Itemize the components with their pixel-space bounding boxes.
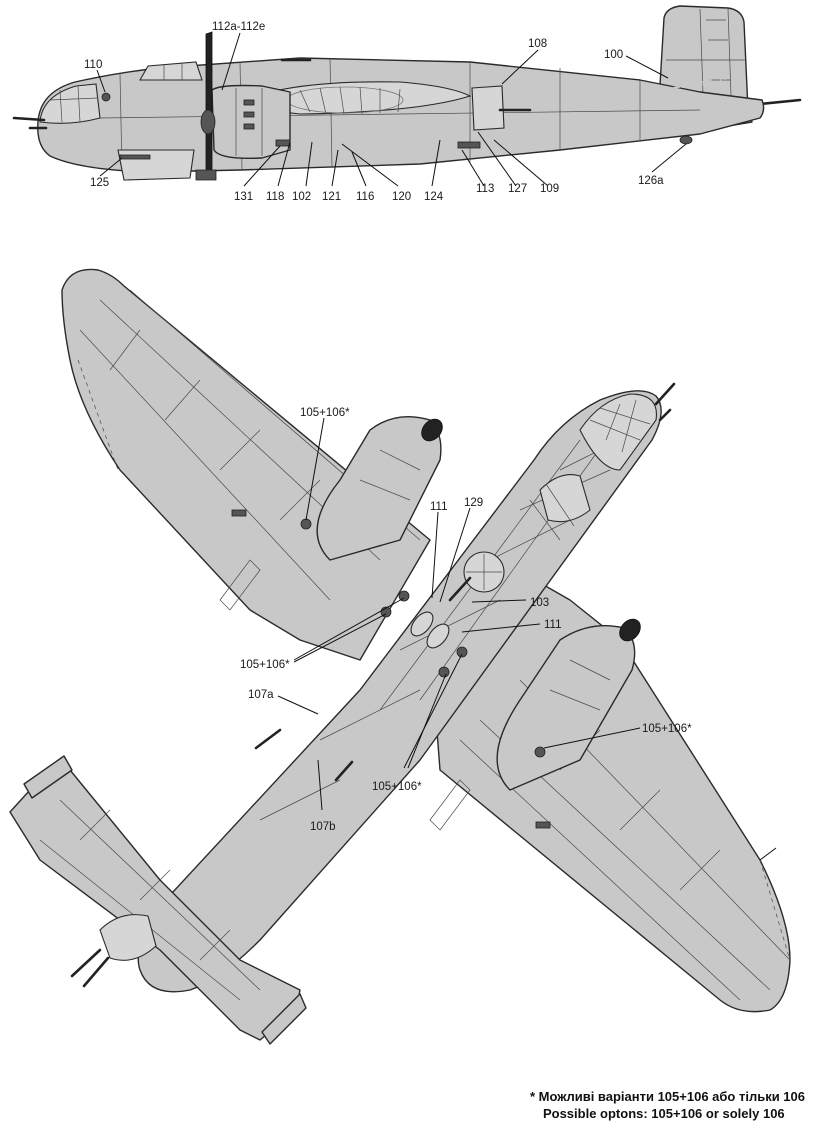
- callout-116: 116: [356, 191, 374, 203]
- callout-127: 127: [508, 183, 527, 195]
- side-dorsal-turret: [471, 85, 505, 131]
- side-cockpit-canopy: [139, 61, 203, 81]
- bottom-right-gear-door: [429, 779, 471, 831]
- bottom-left-spinner: [421, 418, 443, 442]
- side-stencil-131: [275, 139, 291, 147]
- bottom-stencil-105b-1: [398, 590, 410, 602]
- bottom-pitot: [759, 847, 777, 861]
- side-stencil-113: [457, 141, 481, 149]
- bottom-tail-turret: [99, 914, 157, 961]
- bottom-right-fin-tip: [261, 993, 307, 1045]
- bottom-stencil-wing-right: [535, 821, 551, 829]
- bottom-right-nacelle: [496, 625, 636, 791]
- bottom-nose-glazing: [579, 393, 658, 471]
- bottom-bay-oval-2: [426, 623, 450, 649]
- side-exhaust-1: [243, 99, 255, 106]
- bottom-tail-gun-2: [82, 956, 110, 988]
- side-exhaust-2: [243, 111, 255, 118]
- side-tail-bumper: [679, 135, 693, 145]
- footnote: * Можливі варіанти 105+106 або тільки 10…: [530, 1088, 805, 1122]
- bottom-stencil-wing-left: [231, 509, 247, 517]
- callout-111-lower: 111: [544, 619, 561, 631]
- bottom-left-nacelle: [316, 415, 442, 561]
- callout-110: 110: [84, 59, 102, 71]
- bottom-stencil-105c-2: [438, 666, 450, 678]
- side-serial-marking: 123456: [672, 75, 728, 92]
- bottom-nose-gun-2: [658, 408, 672, 422]
- side-nose-gun-upper: [12, 116, 46, 122]
- callout-111-upper: 111: [430, 501, 447, 513]
- callout-113: 113: [476, 183, 494, 195]
- bottom-left-fin-tip: [23, 755, 73, 799]
- side-nose-gear: [117, 149, 195, 181]
- side-stencil-110: [101, 92, 111, 102]
- bottom-right-wing: [429, 559, 791, 1013]
- callout-118: 118: [266, 191, 284, 203]
- callout-105-106-right-wing: 105+106*: [642, 723, 692, 735]
- callout-131: 131: [234, 191, 253, 203]
- side-tail-gun: [758, 98, 802, 106]
- bottom-stencil-105d: [534, 746, 546, 758]
- callout-126a: 126a: [638, 175, 664, 187]
- callout-105-106-fuselage-right: 105+106*: [372, 781, 422, 793]
- footnote-ukrainian: * Можливі варіанти 105+106 або тільки 10…: [529, 1089, 805, 1104]
- side-nose-glazing: [39, 83, 101, 124]
- bottom-fuselage: [137, 390, 662, 993]
- callout-109: 109: [540, 183, 559, 195]
- callout-121: 121: [322, 191, 341, 203]
- side-spinner: [200, 109, 216, 135]
- bottom-right-spinner: [619, 618, 641, 642]
- callout-112a-112e: 112a-112e: [212, 21, 265, 33]
- callout-129: 129: [464, 497, 483, 509]
- callout-125: 125: [90, 177, 109, 189]
- side-propeller: [205, 31, 213, 173]
- callout-120: 120: [392, 191, 411, 203]
- side-exhaust-3: [243, 123, 255, 130]
- callout-100: 100: [604, 49, 623, 61]
- callout-108: 108: [528, 38, 547, 50]
- callout-105-106-left-wing: 105+106*: [300, 407, 350, 419]
- bottom-tail-gun-1: [70, 948, 102, 978]
- side-wing-root: [249, 81, 472, 115]
- bottom-left-wing: [61, 268, 431, 661]
- bottom-stencil-105a: [300, 518, 312, 530]
- bottom-antenna-right: [334, 760, 354, 782]
- callout-103: 103: [530, 597, 549, 609]
- callout-105-106-fuselage-left: 105+106*: [240, 659, 290, 671]
- bottom-antenna-left: [254, 728, 282, 750]
- side-view: 123456 110 112a-112e 108 100 125 131 118…: [12, 5, 802, 203]
- bottom-left-gear-door: [219, 559, 261, 611]
- callout-107b: 107b: [310, 821, 336, 833]
- bottom-nose-gun-1: [654, 382, 676, 406]
- callout-124: 124: [424, 191, 444, 203]
- footnote-english: Possible optons: 105+106 or solely 106: [542, 1106, 785, 1121]
- callout-102: 102: [292, 191, 311, 203]
- bottom-turret-guns: [448, 576, 472, 602]
- bottom-canopy: [539, 474, 591, 523]
- side-stencil-125: [119, 154, 151, 160]
- bottom-view: 105+106* 111 129 103 111 105+106* 107a 1…: [9, 268, 791, 1045]
- side-main-wheel: [195, 169, 217, 181]
- callout-107a: 107a: [248, 689, 274, 701]
- bottom-bay-oval-1: [410, 611, 434, 637]
- bottom-stencil-105c-1: [456, 646, 468, 658]
